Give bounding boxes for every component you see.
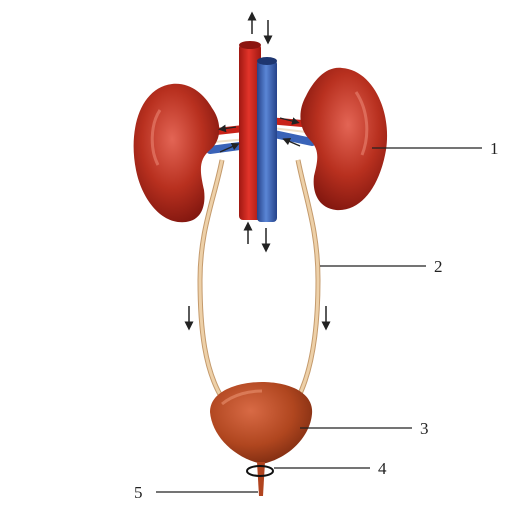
right-ureter: [298, 160, 318, 398]
label-2: 2: [434, 257, 443, 276]
label-3: 3: [420, 419, 429, 438]
vena-cava: [257, 57, 277, 222]
left-kidney: [134, 84, 220, 222]
label-4: 4: [378, 459, 387, 478]
urinary-bladder: [210, 382, 312, 464]
label-5: 5: [134, 483, 143, 502]
label-1: 1: [490, 139, 499, 158]
urethra: [247, 462, 273, 496]
right-kidney: [300, 68, 387, 210]
